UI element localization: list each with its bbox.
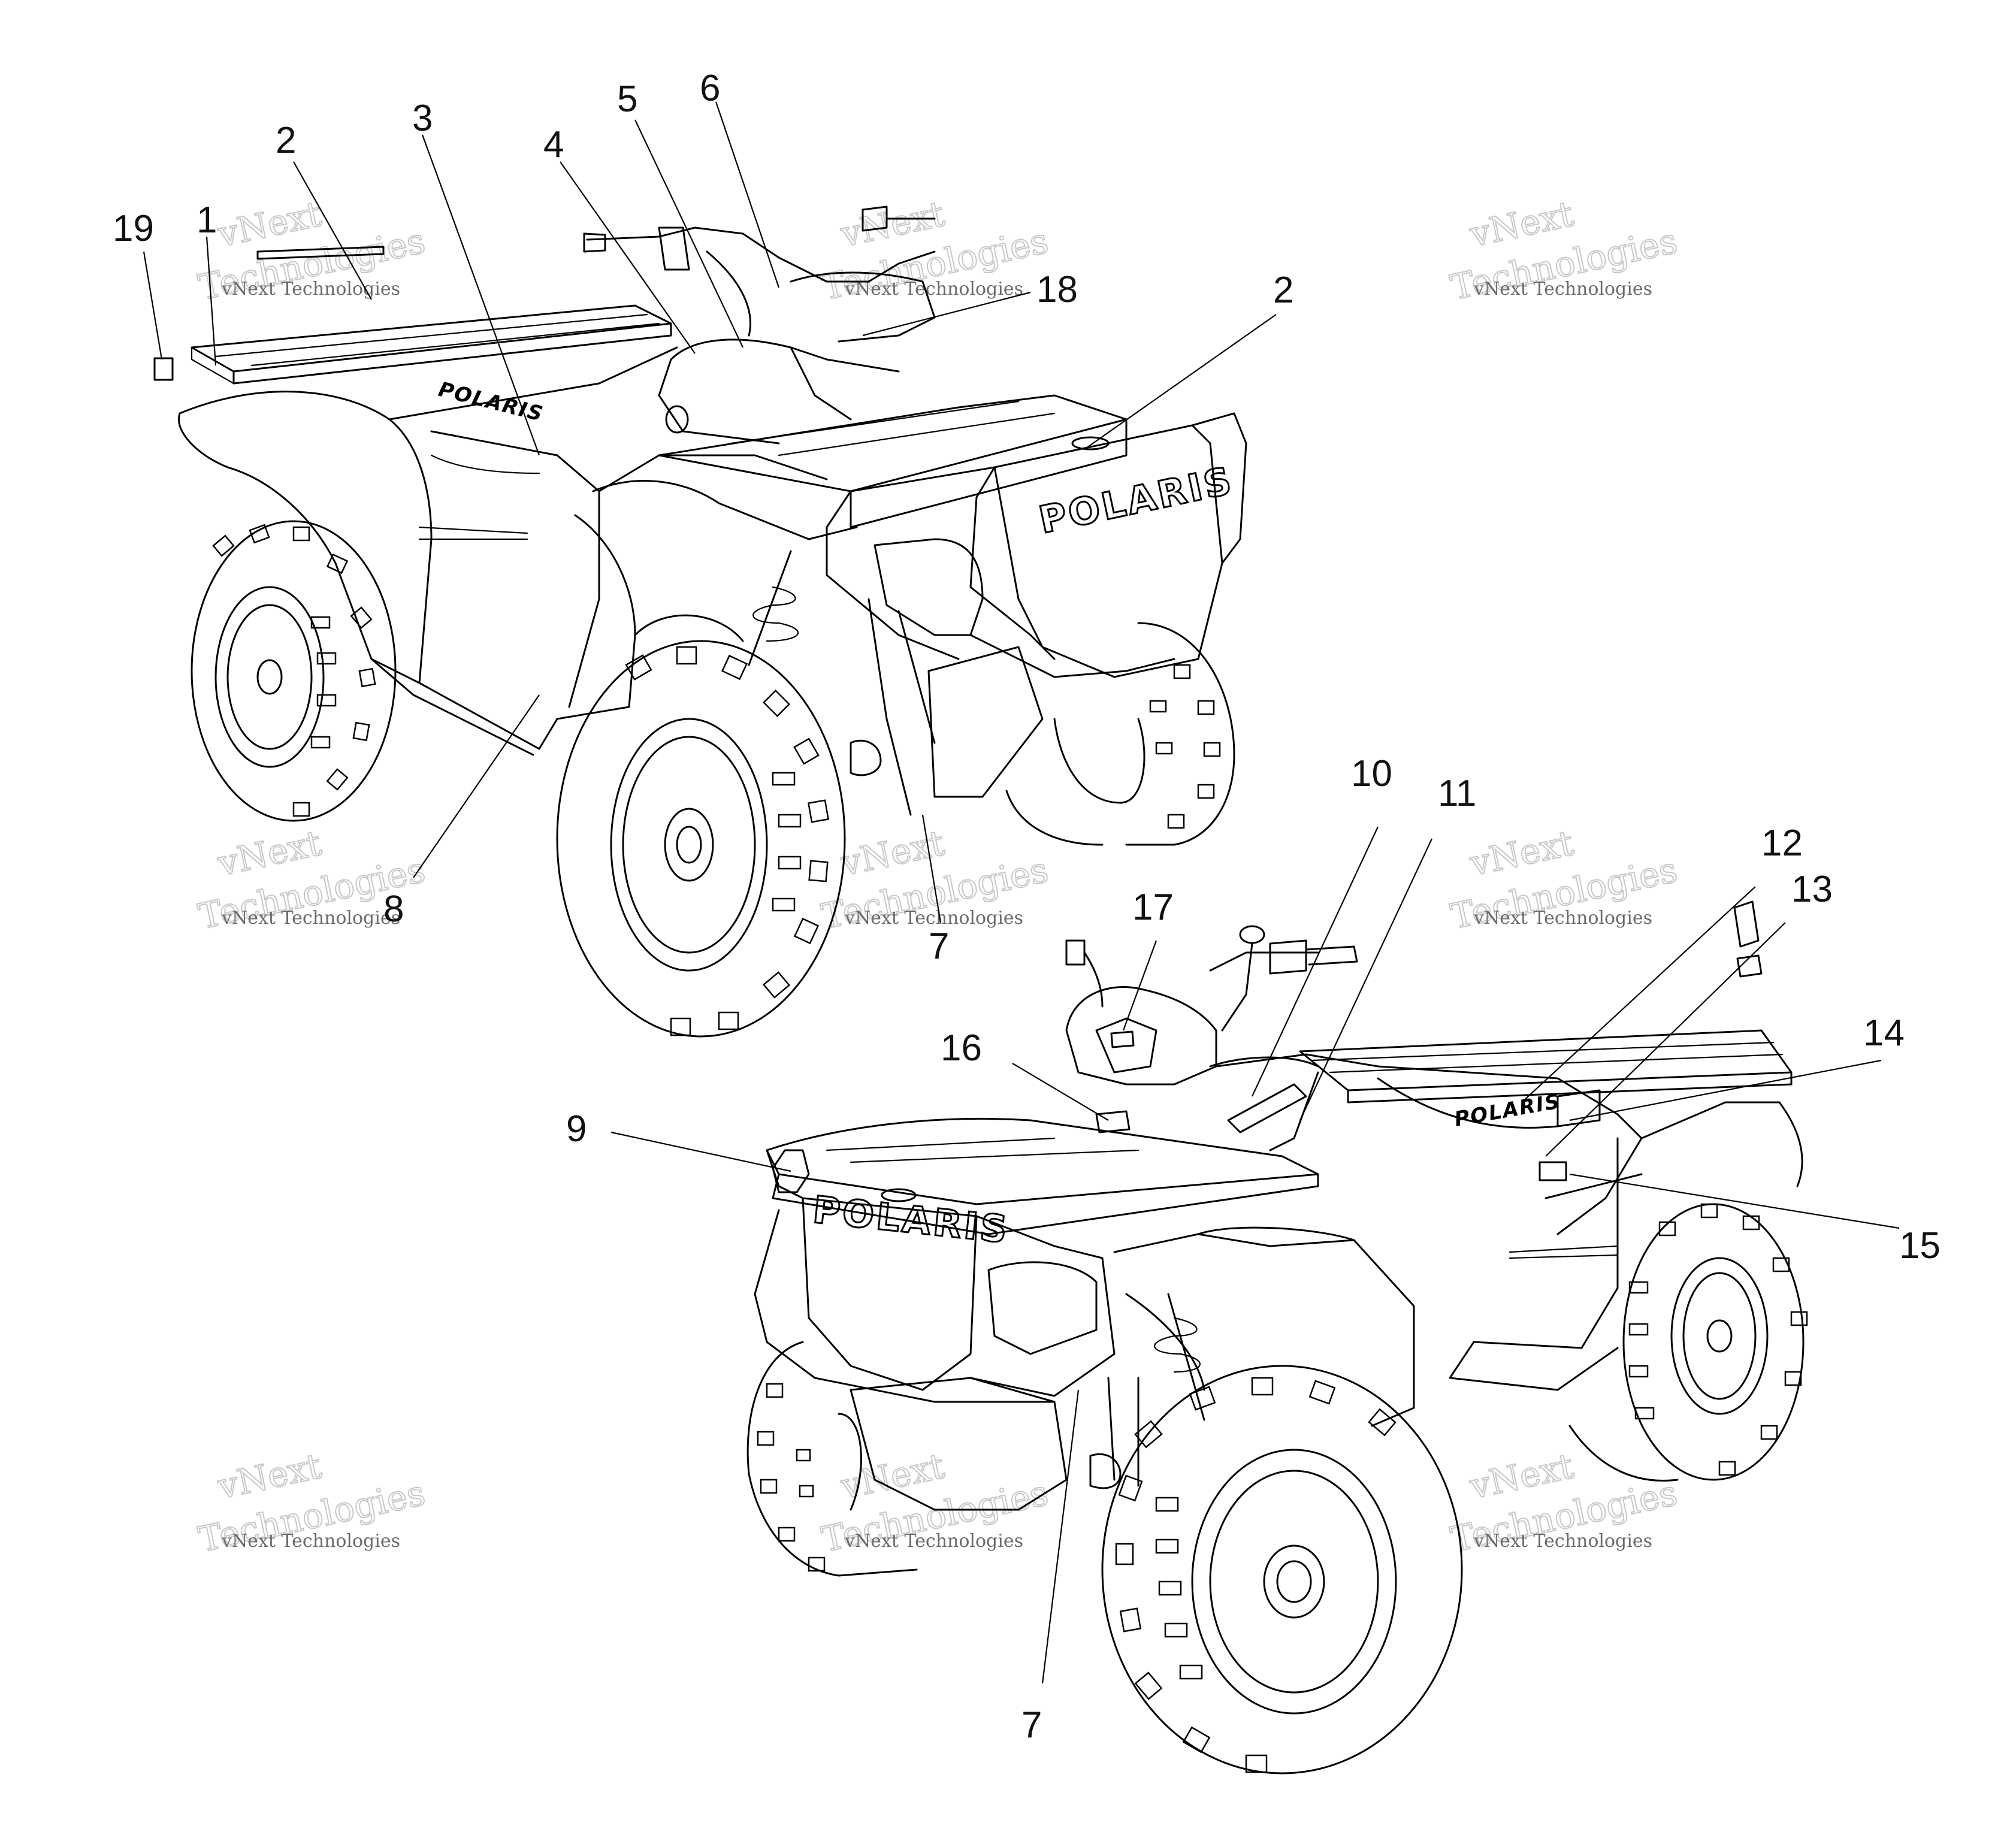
watermark: vNext Technologies vNext Technologies <box>195 1445 430 1561</box>
callout-3: 3 <box>412 98 433 139</box>
front-shock-top <box>748 550 936 816</box>
body-bottom <box>1215 1053 1803 1391</box>
front-hub-bottom <box>1089 1453 1122 1489</box>
callout-5: 5 <box>617 78 637 120</box>
front-wheel-left-bottom <box>746 1341 918 1577</box>
svg-text:vNext Technologies: vNext Technologies <box>1473 1531 1652 1552</box>
front-hub-top <box>850 739 882 776</box>
rear-wheel-top <box>191 520 397 822</box>
callout-10: 10 <box>1351 753 1392 794</box>
front-skid-bottom <box>850 1377 1068 1511</box>
front-shock-bottom <box>1107 1293 1205 1487</box>
decal-2-marker <box>256 246 385 260</box>
callout-14: 14 <box>1863 1012 1905 1054</box>
front-wheel-right-top <box>1005 622 1235 846</box>
decal-17-marker <box>1110 1030 1135 1048</box>
front-fender-bottom <box>1113 1226 1415 1427</box>
callout-19: 19 <box>113 208 154 249</box>
watermark-group: vNext Technologies vNext Technologies vN… <box>195 193 1682 1561</box>
callout-labels: 19 1 2 3 4 5 6 18 2 8 7 10 11 12 13 17 1… <box>113 68 1941 1746</box>
rear-wheel-bottom <box>1568 1203 1808 1482</box>
callout-16: 16 <box>941 1027 982 1069</box>
svg-text:vNext Technologies: vNext Technologies <box>1473 908 1652 929</box>
callout-15: 15 <box>1899 1225 1941 1266</box>
svg-text:vNext Technologies: vNext Technologies <box>844 1531 1023 1552</box>
side-logo-top: POLARIS <box>436 377 546 427</box>
leader-lines <box>143 101 1900 1684</box>
callout-9: 9 <box>566 1108 587 1150</box>
svg-text:vNext Technologies: vNext Technologies <box>221 279 400 300</box>
decal-10-marker <box>1227 1083 1307 1133</box>
decal-16-marker <box>1095 1110 1131 1133</box>
callout-2-top: 2 <box>276 120 296 161</box>
watermark: vNext Technologies vNext Technologies <box>1447 1445 1682 1561</box>
callout-17: 17 <box>1132 887 1174 928</box>
rear-rack-bottom <box>1299 1029 1793 1104</box>
decal-15-marker <box>1539 1161 1567 1181</box>
callout-7-bottom: 7 <box>1021 1704 1042 1746</box>
callout-7-top: 7 <box>929 926 949 967</box>
front-fender-top <box>556 454 858 720</box>
handlebar-top <box>583 205 936 445</box>
front-wheel-left-top <box>556 640 846 1038</box>
callout-12: 12 <box>1761 823 1803 864</box>
callout-4: 4 <box>543 124 564 165</box>
decal-12-marker <box>1733 900 1760 948</box>
front-skid-top <box>927 646 1044 798</box>
decal-19-marker <box>153 357 174 381</box>
callout-2-right: 2 <box>1273 270 1293 311</box>
rear-box-bottom <box>1556 1089 1601 1127</box>
callout-6: 6 <box>700 68 720 109</box>
svg-text:vNext Technologies: vNext Technologies <box>1473 279 1652 300</box>
watermark: vNext Technologies vNext Technologies <box>818 1445 1053 1561</box>
callout-8: 8 <box>383 888 404 930</box>
callout-13: 13 <box>1791 869 1833 910</box>
atv-bottom-view: POLARIS POLARIS <box>746 900 1808 1775</box>
watermark: vNext Technologies vNext Technologies <box>1447 822 1682 938</box>
svg-text:vNext Technologies: vNext Technologies <box>221 1531 400 1552</box>
front-hood-bottom <box>754 1117 1319 1403</box>
watermark: vNext Technologies vNext Technologies <box>818 193 1053 309</box>
handlebar-bottom <box>1065 925 1358 1086</box>
atv-top-view: POLARIS <box>153 205 1247 1038</box>
front-logo-bottom: POLARIS <box>811 1187 1011 1251</box>
svg-text:vNext Technologies: vNext Technologies <box>844 908 1023 929</box>
svg-text:vNext Technologies: vNext Technologies <box>221 908 400 929</box>
callout-18: 18 <box>1036 269 1078 310</box>
front-wheel-right-bottom <box>1101 1365 1463 1775</box>
callout-1: 1 <box>197 199 217 241</box>
rear-rack <box>191 304 672 385</box>
svg-text:vNext Technologies: vNext Technologies <box>844 279 1023 300</box>
watermark: vNext Technologies vNext Technologies <box>1447 193 1682 309</box>
callout-11: 11 <box>1438 773 1476 814</box>
watermark: vNext Technologies vNext Technologies <box>818 822 1053 938</box>
front-hood-top <box>658 394 1247 678</box>
watermark: vNext Technologies vNext Technologies <box>195 193 430 309</box>
